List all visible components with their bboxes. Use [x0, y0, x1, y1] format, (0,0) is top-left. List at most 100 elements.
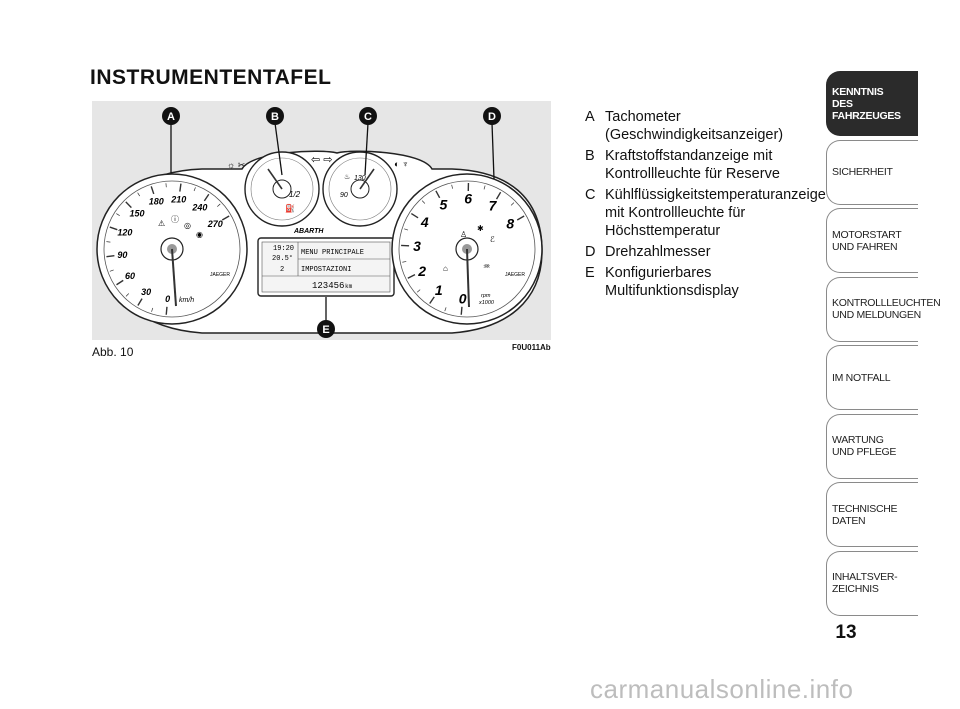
speedometer-tick	[203, 193, 210, 202]
speedometer-tick	[137, 192, 141, 197]
tachometer-tick-label: 4	[420, 214, 429, 230]
legend-list: A Tachometer (Geschwindigkeitsanzeiger) …	[585, 108, 826, 303]
callout-line-d	[491, 122, 495, 180]
display-submenu: IMPOSTAZIONI	[301, 266, 351, 274]
turn-signal-icon: ⇦ ⇨	[311, 154, 333, 166]
display-menu: MENU PRINCIPALE	[301, 249, 364, 257]
tachometer-tick-label: 8	[506, 216, 514, 232]
tachometer-tick-label: 1	[435, 282, 443, 298]
tachometer-tick	[404, 228, 409, 231]
display-odometer-unit: km	[345, 283, 353, 290]
legend-letter: A	[585, 109, 595, 125]
tachometer-tick	[510, 202, 515, 206]
speedometer-tick	[116, 213, 120, 216]
seatbelt-icon: ⚠	[158, 219, 165, 228]
speedometer-maker: JAEGER	[210, 272, 230, 278]
tachometer-tick-label: 6	[464, 191, 472, 207]
callout-c: C	[359, 107, 377, 125]
fuel-gauge-mid-label: 1/2	[289, 190, 301, 199]
esp-icon: ✱	[477, 224, 484, 233]
temperature-gauge-mid-label: 90	[340, 192, 348, 199]
tab-kontrollleuchten[interactable]: KONTROLLLEUCHTEN UND MELDUNGEN	[826, 276, 941, 342]
tachometer-tick	[460, 306, 463, 315]
speedometer-tick	[109, 269, 114, 272]
tachometer-tick	[416, 289, 421, 293]
tab-motorstart[interactable]: MOTORSTART UND FAHREN	[826, 208, 918, 273]
tab-notfall[interactable]: IM NOTFALL	[826, 345, 918, 410]
callout-b: B	[266, 107, 284, 125]
legend-item-b: B Kraftstoffstandanzeige mit Kontrollleu…	[585, 147, 825, 183]
temperature-gauge: 90 130 ♨	[322, 151, 398, 227]
engine-icon: ⌂	[443, 264, 448, 273]
brand-logo: ABARTH	[293, 228, 324, 235]
tachometer-tick	[483, 185, 486, 190]
tachometer-tick-label: 2	[417, 263, 426, 279]
callout-d: D	[483, 107, 501, 125]
display-time: 19:20	[273, 245, 294, 253]
airbag-icon: ♙	[460, 230, 467, 239]
display-gear: 2	[280, 266, 284, 274]
speedometer-tick	[179, 183, 182, 192]
legend-text: Kühlflüssigkeitstemperaturanzeige mit Ko…	[605, 187, 826, 239]
legend-item-c: C Kühlflüssigkeitstemperaturanzeige mit …	[585, 186, 826, 240]
speedometer-tick-label: 0	[165, 294, 170, 304]
page-title: INSTRUMENTENTAFEL	[90, 66, 332, 89]
warning-lamp-icon: ⓘ	[171, 215, 179, 224]
tachometer-tick	[444, 307, 447, 312]
tachometer-tick	[451, 184, 453, 189]
tachometer-tick	[410, 212, 419, 219]
legend-text: Tachometer (Geschwindigkeitsanzeiger)	[605, 109, 784, 143]
legend-item-d: D Drehzahlmesser	[585, 243, 825, 261]
callout-line-c	[364, 122, 369, 176]
svg-text:D: D	[488, 111, 496, 123]
svg-text:E: E	[322, 324, 329, 336]
tachometer-tick	[402, 261, 407, 263]
tab-technische-daten[interactable]: TECHNISCHE DATEN	[826, 482, 918, 547]
fog-light-icon: ◐ ♆	[394, 159, 409, 169]
tachometer-tick	[516, 215, 525, 221]
legend-item-e: E Konfigurierbares Multifunktionsdisplay	[585, 264, 825, 300]
display-odometer: 123456	[312, 281, 344, 291]
figure-code: F0U011Ab	[512, 343, 551, 352]
display-temperature: 20.5°	[272, 254, 293, 263]
temperature-gauge-max-label: 130	[354, 175, 366, 182]
speedometer-tick	[193, 187, 196, 192]
callout-line-b	[274, 122, 283, 176]
svg-text:C: C	[364, 111, 372, 123]
legend-text: Drehzahlmesser	[605, 244, 711, 260]
headlight-icon: ☼ ✂	[227, 160, 246, 170]
footer-watermark: carmanualsonline.info	[590, 674, 854, 704]
tab-wartung[interactable]: WARTUNG UND PFLEGE	[826, 413, 918, 479]
tachometer-unit-scale: x1000	[478, 300, 495, 306]
tachometer-tick	[421, 200, 426, 204]
tachometer-tick-label: 5	[440, 197, 448, 213]
speedometer-tick-label: 180	[149, 197, 164, 207]
tab-inhaltsverzeichnis[interactable]: INHALTSVER- ZEICHNIS	[826, 550, 918, 616]
speedometer-tick	[217, 203, 221, 207]
speedometer-tick-label: 30	[141, 287, 151, 297]
legend-text: Konfigurierbares Multifunktionsdisplay	[605, 265, 739, 299]
callout-e: E	[317, 320, 335, 338]
speedometer-tick	[150, 186, 155, 195]
fuel-gauge: 1/2 ⛽	[244, 151, 320, 227]
tachometer-tick	[429, 296, 435, 304]
speedometer-tick-label: 240	[191, 202, 207, 212]
tab-sicherheit[interactable]: SICHERHEIT	[826, 139, 918, 205]
cruise-icon: ◉	[196, 230, 203, 239]
speedometer-unit: km/h	[179, 297, 194, 304]
speedometer-tick	[165, 306, 168, 315]
fuel-pump-icon: ⛽	[285, 203, 295, 213]
multifunction-display: 19:20 20.5° 2 MENU PRINCIPALE IMPOSTAZIO…	[257, 237, 395, 297]
speedometer-tick	[125, 293, 130, 297]
speedometer-tick	[116, 279, 124, 286]
chapter-tabs: KENNTNIS DES FAHRZEUGES SICHERHEIT MOTOR…	[826, 71, 941, 619]
tab-kenntnis[interactable]: KENNTNIS DES FAHRZEUGES	[826, 71, 918, 136]
speedometer-tick-label: 120	[117, 227, 132, 237]
legend-letter: D	[585, 244, 596, 260]
coolant-icon: ♨	[344, 173, 350, 181]
speedometer-tick	[221, 215, 230, 221]
tachometer-tick-label: 0	[459, 290, 467, 306]
